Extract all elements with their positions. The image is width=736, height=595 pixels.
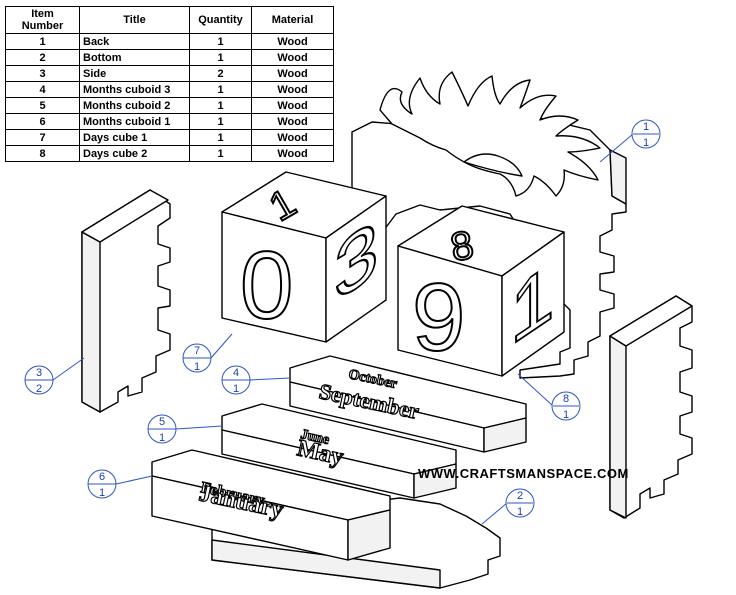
callout-8-qty: 1 (563, 409, 569, 421)
cell-material: Wood (251, 97, 334, 114)
cell-title: Months cuboid 2 (79, 97, 190, 114)
cell-item-number: 8 (5, 145, 80, 162)
cell-item-number: 2 (5, 49, 80, 66)
cell-quantity: 1 (189, 129, 252, 146)
days-cube-2: 9 1 8 (397, 205, 565, 377)
callout-7-qty: 1 (194, 361, 200, 373)
cell-material: Wood (251, 129, 334, 146)
cell-title: Months cuboid 1 (79, 113, 190, 130)
table-row: 8 Days cube 2 1 Wood (5, 145, 334, 162)
cell-quantity: 2 (189, 65, 252, 82)
cell-material: Wood (251, 81, 334, 98)
cell-title: Bottom (79, 49, 190, 66)
side-panel-right (609, 295, 693, 519)
cell-title: Back (79, 33, 190, 50)
cell-material: Wood (251, 113, 334, 130)
callout-1-item: 1 (643, 121, 649, 133)
cell-item-number: 5 (5, 97, 80, 114)
cell-quantity: 1 (189, 145, 252, 162)
bill-of-materials-table: Item Number Title Quantity Material 1 Ba… (5, 6, 334, 162)
cube2-front-digit: 9 (412, 264, 465, 371)
callout-item-6: 6 1 (87, 469, 153, 499)
callout-8-item: 8 (563, 393, 569, 405)
callout-item-1: 1 1 (599, 119, 661, 163)
callout-6-qty: 1 (99, 487, 105, 499)
callout-item-4: 4 1 (221, 365, 291, 395)
cube1-front-digit: 0 (240, 232, 293, 339)
cell-quantity: 1 (189, 33, 252, 50)
cell-quantity: 1 (189, 49, 252, 66)
months-cuboid-3: October September (289, 355, 527, 453)
cuboid2-top-label: June (299, 427, 330, 448)
table-row: 5 Months cuboid 2 1 Wood (5, 97, 334, 114)
header-title: Title (79, 6, 190, 34)
cell-item-number: 6 (5, 113, 80, 130)
callout-item-8: 8 1 (517, 373, 581, 421)
table-row: 4 Months cuboid 3 1 Wood (5, 81, 334, 98)
table-header-row: Item Number Title Quantity Material (5, 6, 334, 34)
cell-title: Side (79, 65, 190, 82)
callout-item-7: 7 1 (182, 333, 233, 373)
cell-quantity: 1 (189, 97, 252, 114)
callout-7-item: 7 (194, 345, 200, 357)
cell-item-number: 4 (5, 81, 80, 98)
cell-material: Wood (251, 65, 334, 82)
cell-title: Days cube 2 (79, 145, 190, 162)
table-row: 6 Months cuboid 1 1 Wood (5, 113, 334, 130)
months-cuboid-2: June May (221, 403, 457, 499)
header-item-number: Item Number (5, 6, 80, 34)
months-cuboid-1: February January (151, 449, 391, 561)
days-cube-1: 0 3 1 (221, 171, 387, 343)
callout-4-qty: 1 (233, 383, 239, 395)
callout-5-qty: 1 (159, 432, 165, 444)
table-row: 1 Back 1 Wood (5, 33, 334, 50)
cell-material: Wood (251, 33, 334, 50)
callout-4-item: 4 (233, 367, 239, 379)
header-material: Material (251, 6, 334, 34)
callout-2-qty: 1 (517, 506, 523, 518)
table-row: 7 Days cube 1 1 Wood (5, 129, 334, 146)
cell-quantity: 1 (189, 81, 252, 98)
callout-1-qty: 1 (643, 137, 649, 149)
callout-2-item: 2 (517, 490, 523, 502)
callout-item-3: 3 2 (24, 357, 85, 395)
callout-3-qty: 2 (36, 383, 42, 395)
table-row: 3 Side 2 Wood (5, 65, 334, 82)
callout-6-item: 6 (99, 471, 105, 483)
watermark-text: WWW.CRAFTSMANSPACE.COM (418, 466, 629, 481)
table-row: 2 Bottom 1 Wood (5, 49, 334, 66)
back-panel (351, 71, 627, 379)
callout-5-item: 5 (159, 416, 165, 428)
cell-title: Months cuboid 3 (79, 81, 190, 98)
cell-item-number: 3 (5, 65, 80, 82)
callout-3-item: 3 (36, 367, 42, 379)
callout-item-5: 5 1 (147, 414, 223, 444)
cell-item-number: 7 (5, 129, 80, 146)
cell-material: Wood (251, 49, 334, 66)
cell-item-number: 1 (5, 33, 80, 50)
header-quantity: Quantity (189, 6, 252, 34)
side-panel-left (81, 189, 171, 413)
callout-item-2: 2 1 (481, 488, 535, 525)
cell-quantity: 1 (189, 113, 252, 130)
cell-title: Days cube 1 (79, 129, 190, 146)
cell-material: Wood (251, 145, 334, 162)
